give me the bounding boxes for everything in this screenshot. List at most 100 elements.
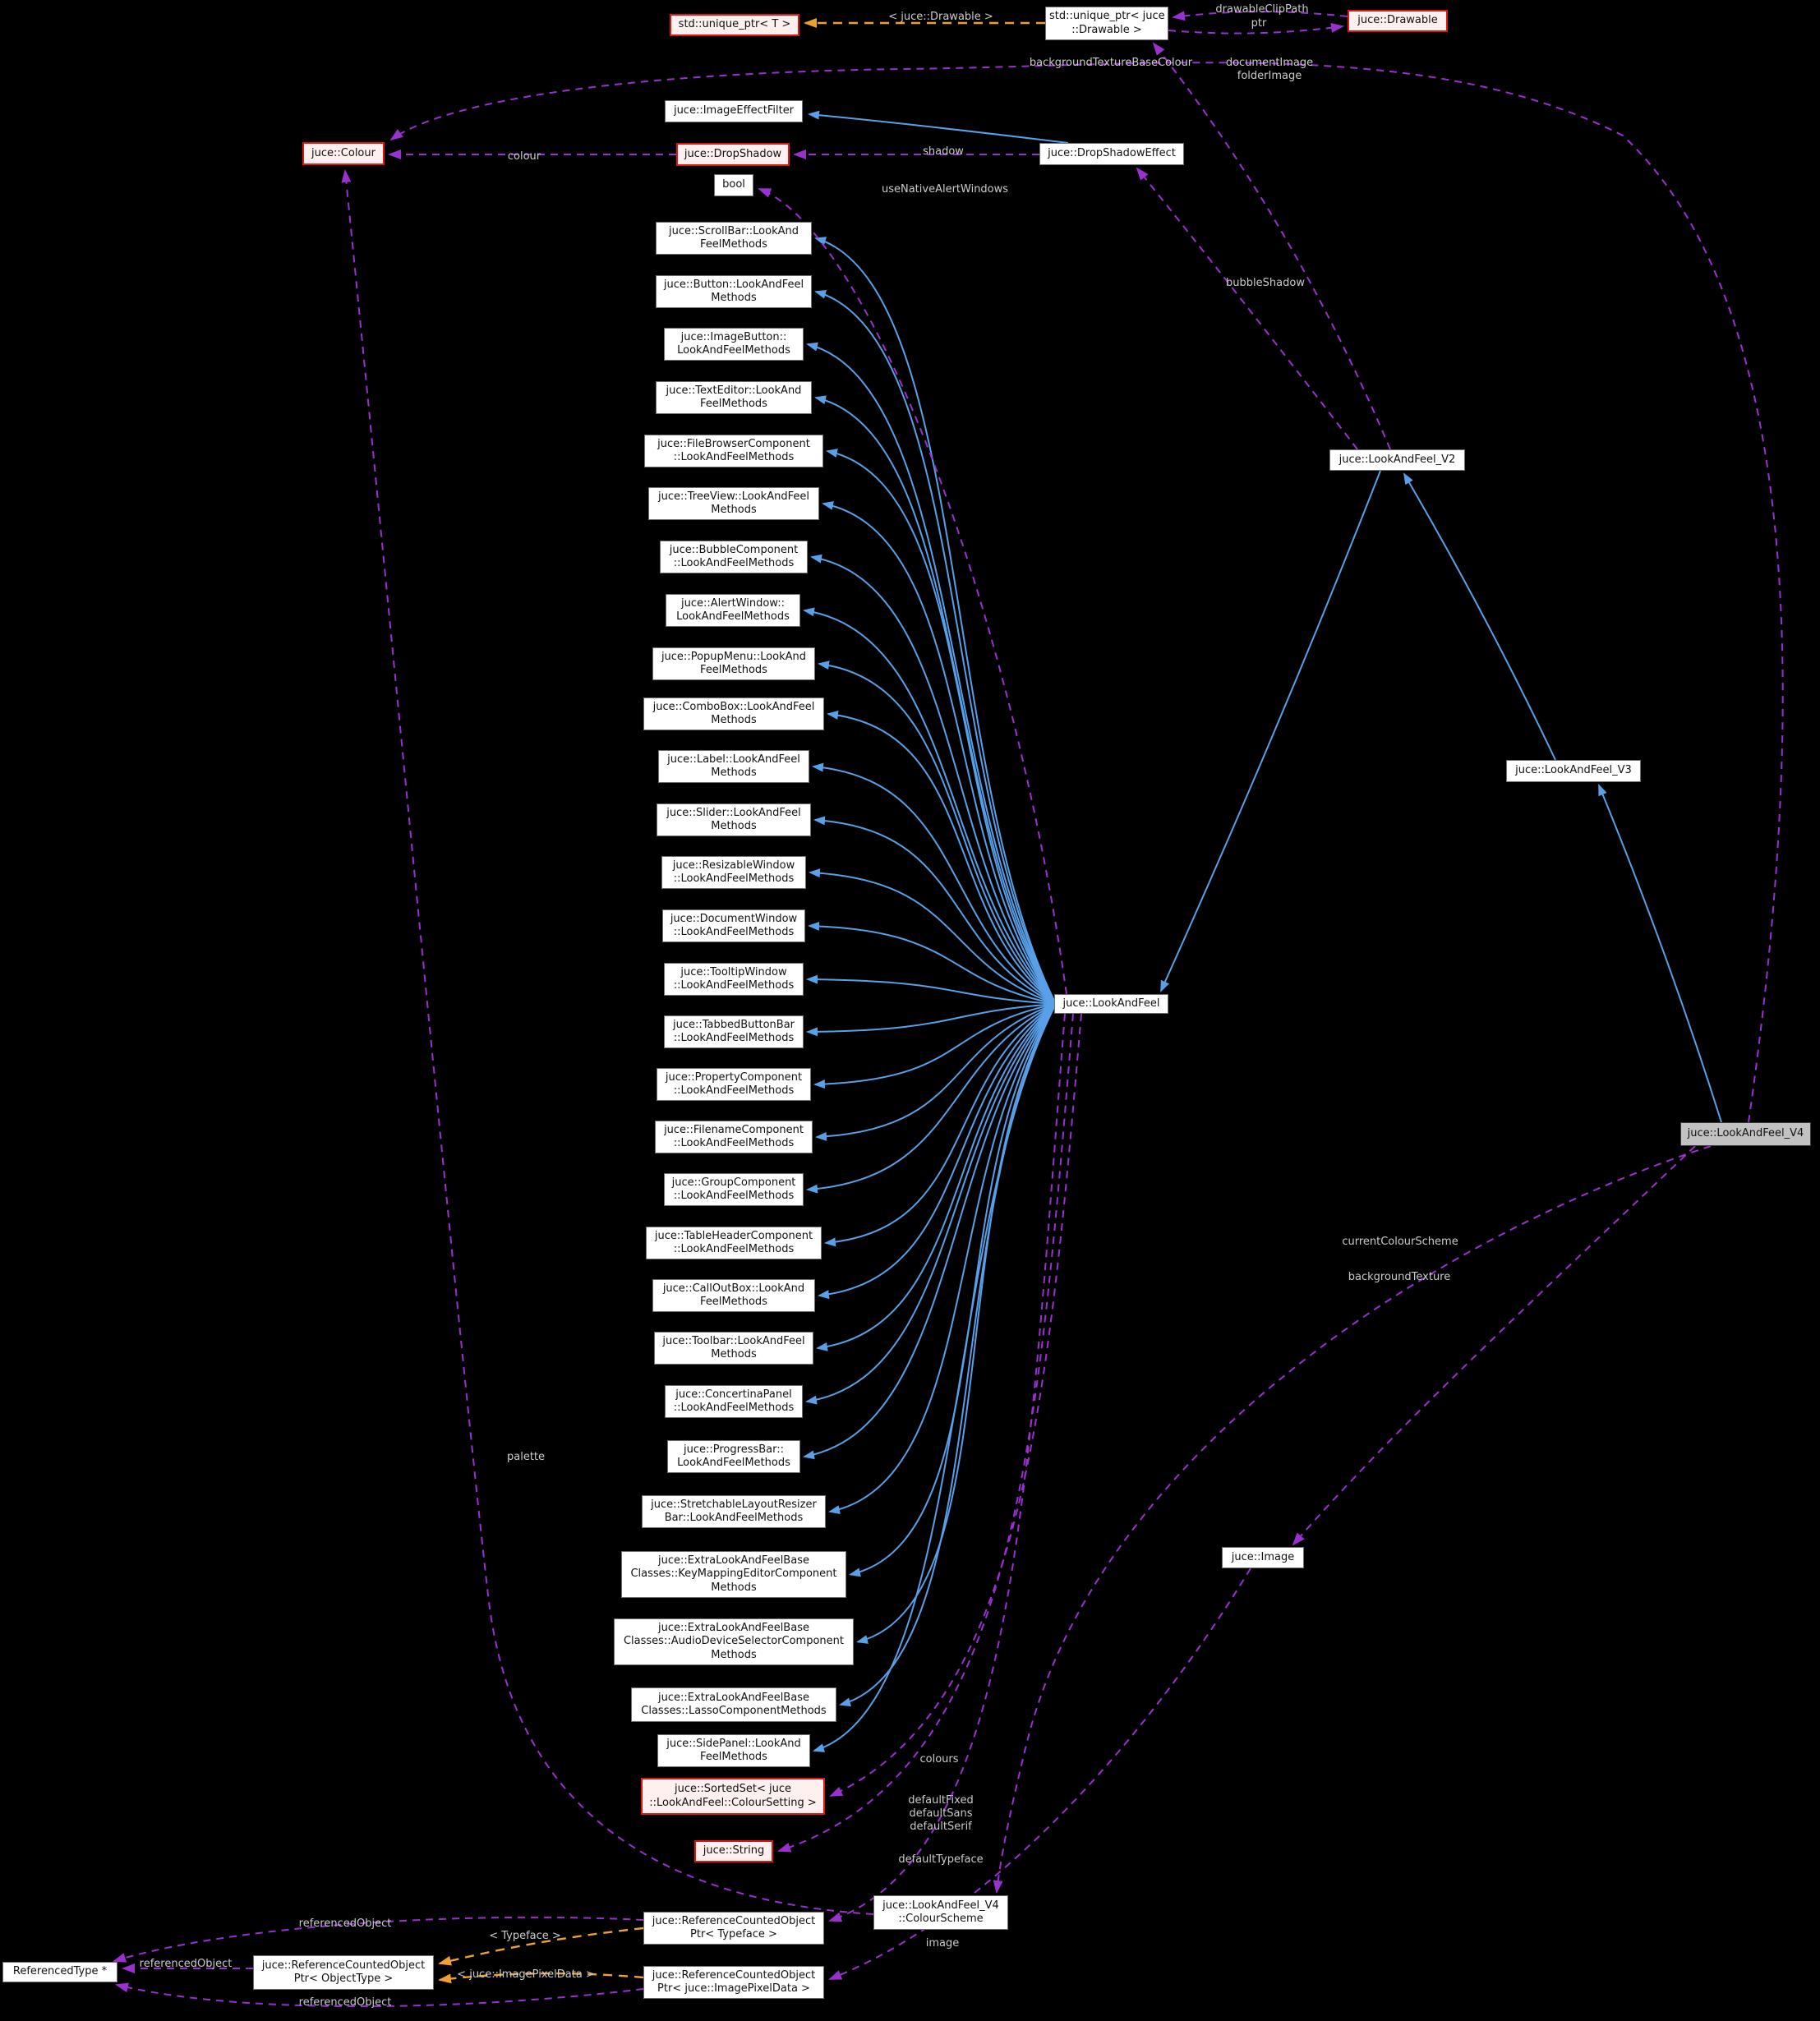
edge-label-btbc: backgroundTextureBaseColour <box>1030 57 1192 70</box>
class-box-label: juce::GroupComponent <box>671 1176 796 1189</box>
class-box-label: ::LookAndFeelMethods <box>673 1190 795 1202</box>
class-box-label: juce::Drawable <box>1357 14 1438 27</box>
e-laf-m16 <box>806 1003 1057 1037</box>
e-laf-m1 <box>814 237 1057 1005</box>
u-cs-colour <box>341 169 874 1915</box>
class-box-label: LookAndFeelMethods <box>677 344 790 357</box>
class-box-label: juce::TextEditor::LookAnd <box>666 384 802 397</box>
class-box-label: juce::ExtraLookAndFeelBase <box>658 1691 809 1704</box>
class-box-jstring[interactable]: juce::String <box>694 1840 773 1862</box>
class-box-label: ::LookAndFeelMethods <box>673 1137 795 1149</box>
class-box-lookandfeel[interactable]: juce::LookAndFeel <box>1054 994 1168 1014</box>
class-box-label: juce::CallOutBox::LookAnd <box>662 1282 805 1295</box>
class-box-m16[interactable]: juce::TabbedButtonBar::LookAndFeelMethod… <box>664 1015 804 1048</box>
class-box-laf_v2[interactable]: juce::LookAndFeel_V2 <box>1329 449 1465 471</box>
edge-label-ro_mid: referencedObject <box>140 1958 233 1971</box>
class-box-uptr_t[interactable]: std::unique_ptr< T > <box>670 14 799 36</box>
e-laf-m7 <box>810 554 1057 1005</box>
edge-label-line: useNativeAlertWindows <box>881 183 1009 196</box>
class-box-label: Classes::LassoComponentMethods <box>641 1705 827 1717</box>
class-box-label: juce::SidePanel::LookAnd <box>666 1737 801 1750</box>
class-box-bool_node: bool <box>714 174 753 196</box>
class-box-label: ::LookAndFeelMethods <box>673 872 795 885</box>
class-box-m19[interactable]: juce::GroupComponent::LookAndFeelMethods <box>664 1173 804 1206</box>
edge-label-line: defaultTypeface <box>898 1853 984 1866</box>
class-box-label: juce::LookAndFeel_V2 <box>1339 453 1456 466</box>
e-laf-m22 <box>816 1003 1057 1351</box>
edge-label-colours: colours <box>919 1753 958 1766</box>
class-box-label: ::LookAndFeelMethods <box>673 979 795 992</box>
class-box-colourscheme[interactable]: juce::LookAndFeel_V4::ColourScheme <box>873 1895 1008 1930</box>
class-box-label: Ptr< ObjectType > <box>293 1973 394 1985</box>
class-box-m5[interactable]: juce::FileBrowserComponent::LookAndFeelM… <box>644 435 823 467</box>
class-box-sortedset[interactable]: juce::SortedSet< juce::LookAndFeel::Colo… <box>641 1778 825 1815</box>
class-box-m8[interactable]: juce::AlertWindow::LookAndFeelMethods <box>666 594 800 627</box>
class-box-m17[interactable]: juce::PropertyComponent::LookAndFeelMeth… <box>657 1068 811 1101</box>
class-box-drop_shadow_effect[interactable]: juce::DropShadowEffect <box>1039 143 1184 165</box>
class-box-m3[interactable]: juce::ImageButton::LookAndFeelMethods <box>664 328 804 361</box>
class-box-jimage[interactable]: juce::Image <box>1222 1547 1304 1568</box>
class-box-label: juce::Toolbar::LookAndFeel <box>662 1334 805 1347</box>
class-box-uptr_drawable[interactable]: std::unique_ptr< juce::Drawable > <box>1045 7 1168 40</box>
class-box-label: juce::FileBrowserComponent <box>657 437 810 450</box>
t-rpt-rpo <box>438 1927 644 1966</box>
class-box-laf_v4: juce::LookAndFeel_V4 <box>1680 1122 1811 1146</box>
edge-label-line: < juce::ImagePixelData > <box>457 1968 595 1981</box>
class-box-label: juce::SortedSet< juce <box>674 1783 792 1795</box>
edge-label-line: colours <box>919 1753 959 1765</box>
e-laf-m27 <box>856 1003 1057 1644</box>
class-box-label: juce::DropShadowEffect <box>1048 147 1176 160</box>
class-box-label: std::unique_ptr< T > <box>678 18 791 31</box>
class-box-label: juce::TabbedButtonBar <box>672 1018 795 1031</box>
class-box-colour[interactable]: juce::Colour <box>302 142 385 165</box>
u-laf-bool <box>758 188 1067 995</box>
class-box-m23[interactable]: juce::ConcertinaPanel::LookAndFeelMethod… <box>665 1385 803 1418</box>
class-box-m14[interactable]: juce::DocumentWindow::LookAndFeelMethods <box>662 909 805 942</box>
e-laf-m21 <box>818 1003 1057 1300</box>
class-box-label: juce::DocumentWindow <box>670 912 798 925</box>
class-box-m20[interactable]: juce::TableHeaderComponent::LookAndFeelM… <box>646 1227 822 1259</box>
class-box-image_effect_filter[interactable]: juce::ImageEffectFilter <box>665 100 803 122</box>
edge-label-line: ptr <box>1251 17 1267 30</box>
class-box-m24[interactable]: juce::ProgressBar::LookAndFeelMethods <box>667 1440 800 1473</box>
class-box-m15[interactable]: juce::TooltipWindow::LookAndFeelMethods <box>664 963 804 996</box>
edge-label-line: referencedObject <box>139 1958 233 1970</box>
class-box-drawable[interactable]: juce::Drawable <box>1348 10 1448 32</box>
class-box-label: juce::AlertWindow:: <box>680 596 785 610</box>
class-box-label: juce::ImageButton:: <box>680 330 787 343</box>
u-image-ipd <box>828 1568 1251 1980</box>
class-box-label: ::LookAndFeelMethods <box>673 557 795 569</box>
class-box-label: FeelMethods <box>700 664 767 676</box>
e-laf-m25 <box>828 1003 1057 1515</box>
e-laf-m11 <box>812 762 1057 1005</box>
class-box-m18[interactable]: juce::FilenameComponent::LookAndFeelMeth… <box>655 1121 813 1153</box>
class-box-laf_v3[interactable]: juce::LookAndFeel_V3 <box>1506 760 1641 782</box>
e-laf-m18 <box>815 1003 1057 1141</box>
class-box-label: Methods <box>711 820 757 832</box>
u-rpi-rt <box>115 1982 644 2008</box>
class-box-label: ReferencedType * <box>12 1965 108 1978</box>
class-box-m13[interactable]: juce::ResizableWindow::LookAndFeelMethod… <box>661 856 806 889</box>
edge-label-line: shadow <box>923 145 964 158</box>
class-box-m7[interactable]: juce::BubbleComponent::LookAndFeelMethod… <box>660 541 808 573</box>
class-box-drop_shadow[interactable]: juce::DropShadow <box>676 143 790 166</box>
